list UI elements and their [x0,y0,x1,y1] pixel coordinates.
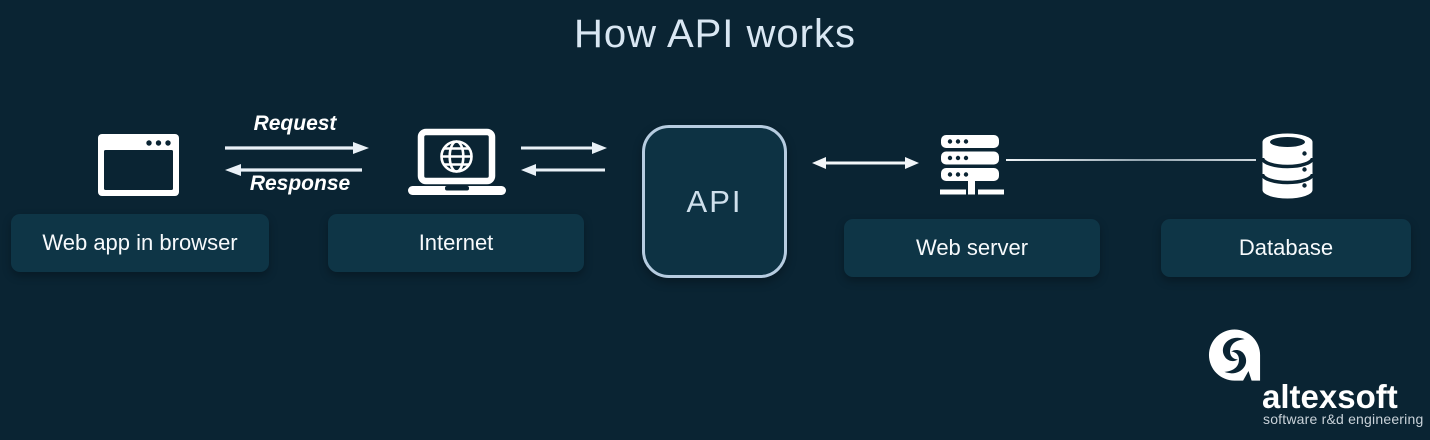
response-label: Response [249,172,351,195]
altexsoft-logo-mark-icon [1208,328,1262,385]
node-webserver-label: Web server [915,235,1029,260]
browser-icon [98,134,179,196]
api-webserver-arrow-icon [811,156,920,170]
database-icon [1261,132,1314,200]
internet-to-api-arrow-icon [521,141,608,155]
node-api-label: API [686,183,743,219]
laptop-globe-icon [408,128,506,196]
response-arrow-icon [225,163,365,177]
node-webapp: Web app in browser [11,214,269,272]
api-to-internet-arrow-icon [521,163,606,177]
server-database-connector [1006,159,1256,161]
node-database-label: Database [1238,235,1334,260]
node-webserver: Web server [844,219,1100,277]
request-arrow-icon [225,141,370,155]
logo-brand-text: altexsoft [1262,378,1398,415]
diagram-title: How API works [574,12,856,56]
node-webapp-label: Web app in browser [42,230,238,255]
request-label: Request [253,112,337,135]
server-icon [939,133,1005,197]
node-internet-label: Internet [418,230,494,255]
node-api: API [642,125,787,278]
node-internet: Internet [328,214,584,272]
node-database: Database [1161,219,1411,277]
logo-tagline-text: software r&d engineering [1263,411,1424,427]
